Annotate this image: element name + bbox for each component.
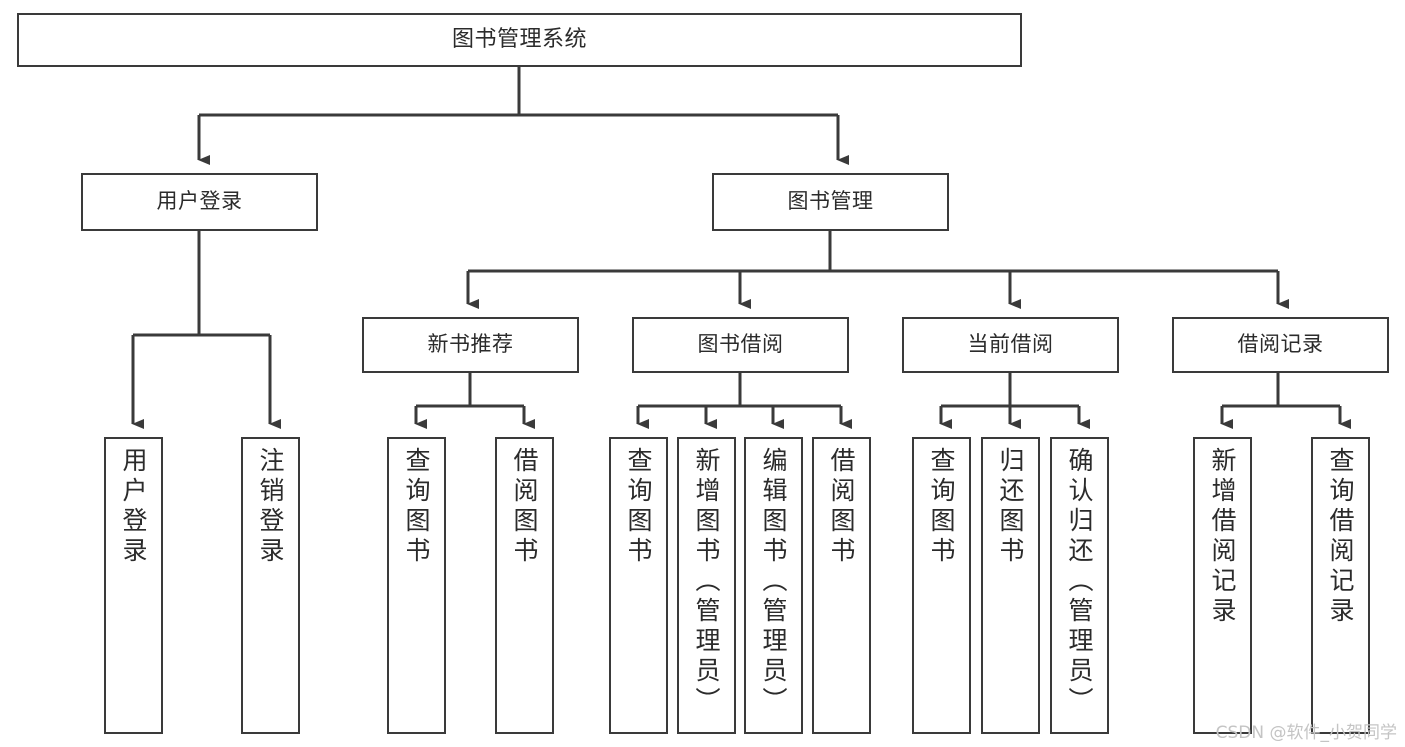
node-label: 新书推荐 — [427, 332, 514, 357]
leaf-current-borrow-query-book[interactable]: 查询图书 — [912, 437, 971, 734]
leaf-user-login-login[interactable]: 用户登录 — [104, 437, 163, 734]
node-label: 确认归还（管理员） — [1065, 447, 1094, 717]
node-current-borrow[interactable]: 当前借阅 — [902, 317, 1119, 373]
node-borrow-record[interactable]: 借阅记录 — [1172, 317, 1389, 373]
leaf-new-book-borrow-book[interactable]: 借阅图书 — [495, 437, 554, 734]
node-label: 查询图书 — [624, 447, 653, 567]
node-label: 归还图书 — [996, 447, 1025, 567]
leaf-borrow-record-query-record[interactable]: 查询借阅记录 — [1311, 437, 1370, 734]
node-label: 用户登录 — [156, 189, 243, 214]
node-new-book-recommend[interactable]: 新书推荐 — [362, 317, 579, 373]
leaf-borrow-record-add-record[interactable]: 新增借阅记录 — [1193, 437, 1252, 734]
node-label: 查询图书 — [927, 447, 956, 567]
node-book-management[interactable]: 图书管理 — [712, 173, 949, 231]
node-root-book-management-system[interactable]: 图书管理系统 — [17, 13, 1022, 67]
leaf-current-borrow-confirm-return-admin[interactable]: 确认归还（管理员） — [1050, 437, 1109, 734]
node-label: 图书管理系统 — [451, 26, 587, 52]
node-label: 借阅图书 — [827, 447, 856, 567]
node-user-login[interactable]: 用户登录 — [81, 173, 318, 231]
node-label: 用户登录 — [119, 447, 148, 567]
leaf-book-borrow-borrow-book[interactable]: 借阅图书 — [812, 437, 871, 734]
node-label: 查询图书 — [402, 447, 431, 567]
node-label: 借阅图书 — [510, 447, 539, 567]
node-label: 查询借阅记录 — [1326, 447, 1355, 627]
leaf-new-book-query-book[interactable]: 查询图书 — [387, 437, 446, 734]
node-label: 编辑图书（管理员） — [759, 447, 788, 717]
csdn-watermark: CSDN @软件_小贺同学 — [1215, 723, 1397, 743]
leaf-current-borrow-return-book[interactable]: 归还图书 — [981, 437, 1040, 734]
node-label: 当前借阅 — [967, 332, 1054, 357]
leaf-user-login-logout[interactable]: 注销登录 — [241, 437, 300, 734]
leaf-book-borrow-edit-book-admin[interactable]: 编辑图书（管理员） — [744, 437, 803, 734]
node-label: 图书借阅 — [697, 332, 784, 357]
node-label: 图书管理 — [787, 189, 874, 214]
node-label: 借阅记录 — [1237, 332, 1324, 357]
node-label: 注销登录 — [256, 447, 285, 567]
leaf-book-borrow-query-book[interactable]: 查询图书 — [609, 437, 668, 734]
leaf-book-borrow-add-book-admin[interactable]: 新增图书（管理员） — [677, 437, 736, 734]
node-book-borrow[interactable]: 图书借阅 — [632, 317, 849, 373]
node-label: 新增图书（管理员） — [692, 447, 721, 717]
node-label: 新增借阅记录 — [1208, 447, 1237, 627]
